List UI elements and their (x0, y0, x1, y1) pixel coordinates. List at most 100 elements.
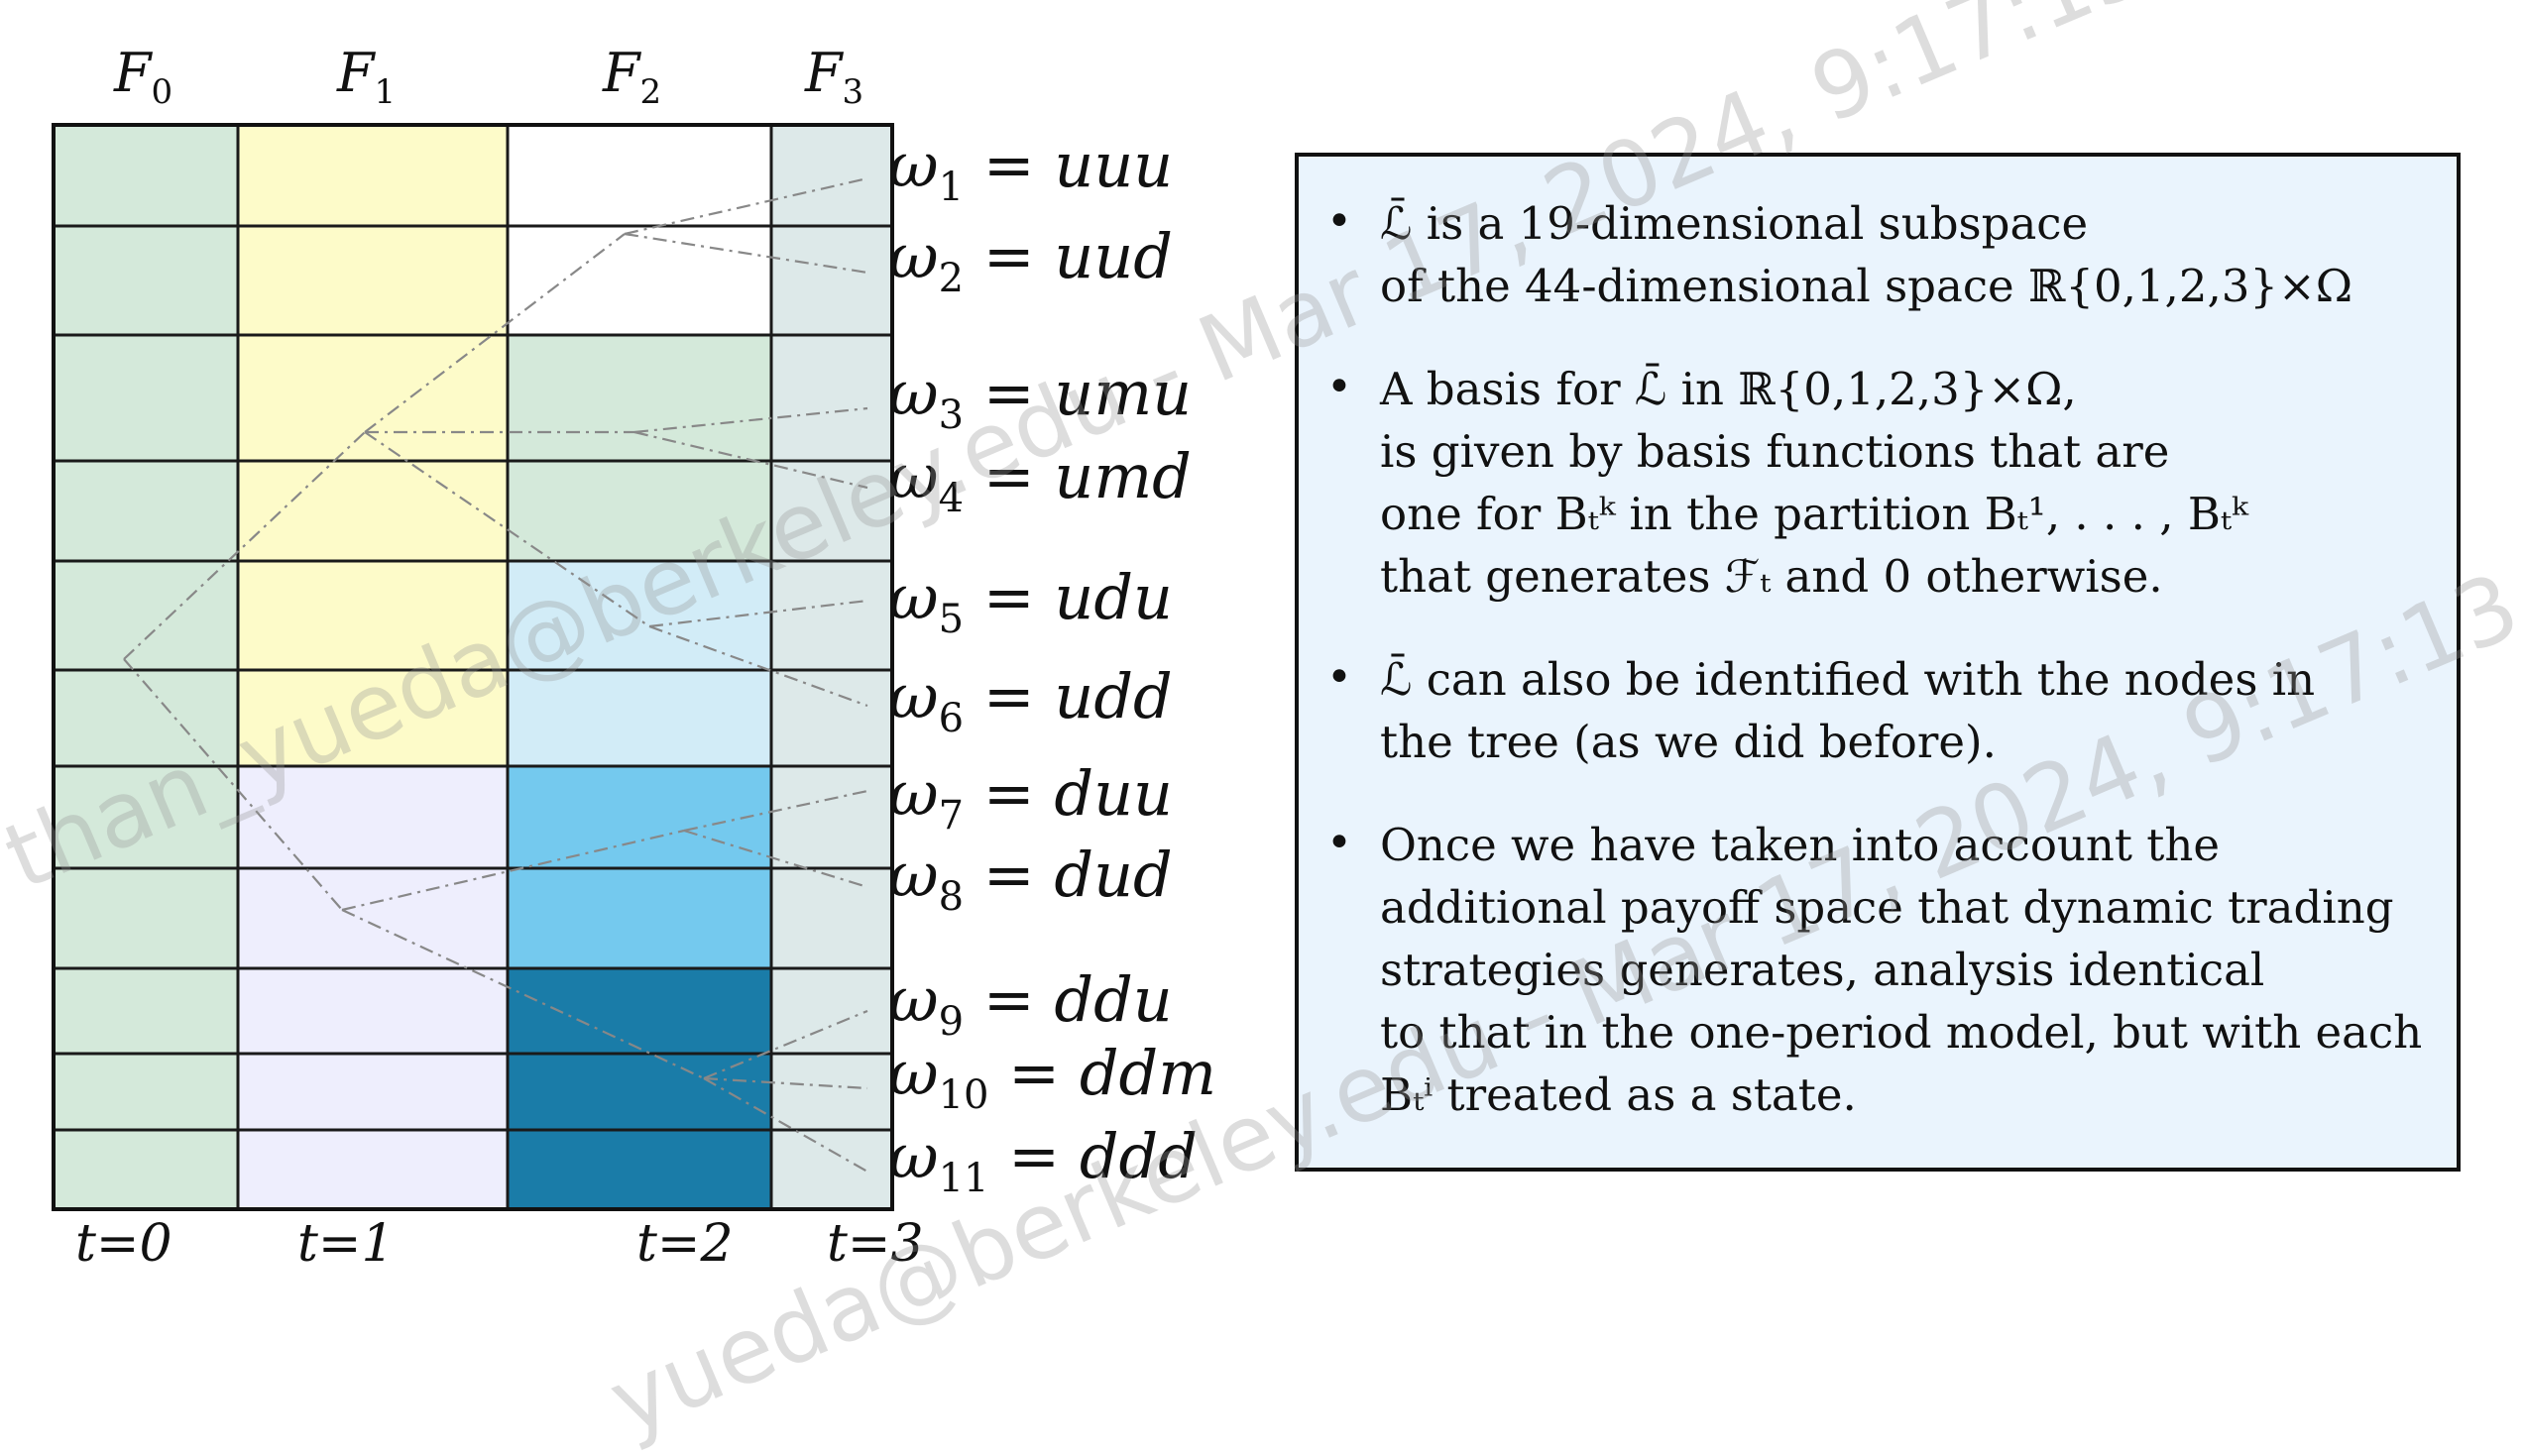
tree-edge (683, 829, 868, 889)
f1-cell (236, 1052, 510, 1132)
f0-cell (52, 668, 240, 768)
bullet-line: one for Bₜᵏ in the partition Bₜ¹, . . . … (1380, 488, 2248, 540)
tree-edge (364, 233, 626, 433)
bullet-marker: • (1326, 818, 1352, 868)
event-tree (123, 176, 868, 1173)
tree-edge (648, 624, 868, 708)
f2-cell (506, 866, 773, 970)
f1-cell (236, 559, 510, 672)
f1-cell (236, 668, 510, 768)
f3-cell (769, 459, 894, 563)
time-label: t=1 (297, 1214, 395, 1274)
tree-edge (703, 1009, 868, 1080)
f2-cell (506, 459, 773, 563)
bullet-line: Once we have taken into account the (1380, 819, 2220, 871)
bullet-marker: • (1326, 652, 1352, 703)
omega-symbol: ω (888, 1037, 939, 1109)
f2-cell (506, 966, 773, 1056)
f0-cell (52, 966, 240, 1056)
outcome-path: umu (1054, 357, 1192, 429)
tree-edge (123, 431, 366, 660)
filtration-symbol: F (336, 42, 377, 104)
f2-cell (506, 333, 773, 463)
diagram-frame (52, 123, 894, 1211)
omega-index: 4 (939, 476, 964, 521)
outcome-label: ω4 = umd (888, 440, 1192, 521)
f3-cell (769, 966, 894, 1056)
outcome-path: dud (1054, 839, 1172, 911)
outcome-path: udd (1054, 660, 1172, 732)
omega-index: 8 (939, 874, 964, 920)
equals-sign: = (964, 440, 1054, 512)
f2-cell (506, 224, 773, 337)
f2-cell (506, 1052, 773, 1132)
omega-symbol: ω (888, 357, 939, 429)
f3-cell (769, 764, 894, 870)
partition-cells (52, 123, 894, 1211)
omega-symbol: ω (888, 440, 939, 512)
filtration-label: F3 (804, 42, 863, 112)
filtration-label: F1 (336, 42, 396, 112)
bullet-line: A basis for ℒ̄ in ℝ{0,1,2,3}×Ω, (1380, 363, 2077, 415)
f2-cell (506, 1128, 773, 1211)
outcome-label: ω1 = uuu (888, 129, 1173, 210)
bullet-line: Bₜⁱ treated as a state. (1380, 1068, 1857, 1121)
tree-edge (624, 176, 868, 236)
tree-edge (633, 430, 868, 490)
omega-index: 1 (939, 165, 964, 210)
f3-cell (769, 1052, 894, 1132)
f0-cell (52, 333, 240, 463)
bullet-item: • A basis for ℒ̄ in ℝ{0,1,2,3}×Ω, is given… (1326, 358, 2437, 608)
tree-edge (341, 829, 685, 912)
f3-cell (769, 333, 894, 463)
outcome-label: ω8 = dud (888, 839, 1173, 920)
omega-symbol: ω (888, 963, 939, 1036)
equals-sign: = (964, 129, 1054, 201)
bullet-line: is given by basis functions that are (1380, 425, 2170, 478)
omega-symbol: ω (888, 220, 939, 292)
outcome-label: ω5 = udu (888, 561, 1173, 642)
bullet-item: •ℒ̄ can also be identified with the node… (1326, 648, 2437, 773)
filtration-subscript: 0 (151, 72, 172, 112)
outcome-path: ddd (1080, 1120, 1198, 1192)
f1-cell (236, 1128, 510, 1211)
bullet-marker: • (1326, 362, 1352, 412)
outcome-label: ω10 = ddm (888, 1037, 1216, 1118)
omega-index: 3 (939, 392, 964, 438)
equals-sign: = (964, 660, 1054, 732)
f0-cell (52, 1128, 240, 1211)
f3-cell (769, 866, 894, 970)
f0-cell (52, 764, 240, 870)
outcome-path: uuu (1054, 129, 1173, 201)
f1-cell (236, 459, 510, 563)
f1-cell (236, 123, 510, 228)
equals-sign: = (988, 1037, 1079, 1109)
filtration-symbol: F (602, 42, 642, 104)
outcome-label: ω3 = umu (888, 357, 1192, 438)
f1-cell (236, 966, 510, 1056)
f1-cell (236, 224, 510, 337)
tree-edge (703, 1077, 868, 1173)
time-label: t=2 (636, 1214, 734, 1274)
tree-edge (123, 658, 343, 911)
outcome-path: udu (1054, 561, 1173, 633)
omega-index: 6 (939, 696, 964, 741)
outcome-path: uud (1054, 220, 1173, 292)
omega-symbol: ω (888, 660, 939, 732)
f3-cell (769, 668, 894, 768)
bullet-line: that generates ℱₜ and 0 otherwise. (1380, 550, 2163, 603)
f2-cell (506, 668, 773, 768)
outcome-path: umd (1054, 440, 1191, 512)
equals-sign: = (964, 220, 1054, 292)
bullet-line: of the 44-dimensional space ℝ{0,1,2,3}×Ω (1380, 260, 2353, 312)
f3-cell (769, 224, 894, 337)
omega-symbol: ω (888, 129, 939, 201)
f1-cell (236, 866, 510, 970)
